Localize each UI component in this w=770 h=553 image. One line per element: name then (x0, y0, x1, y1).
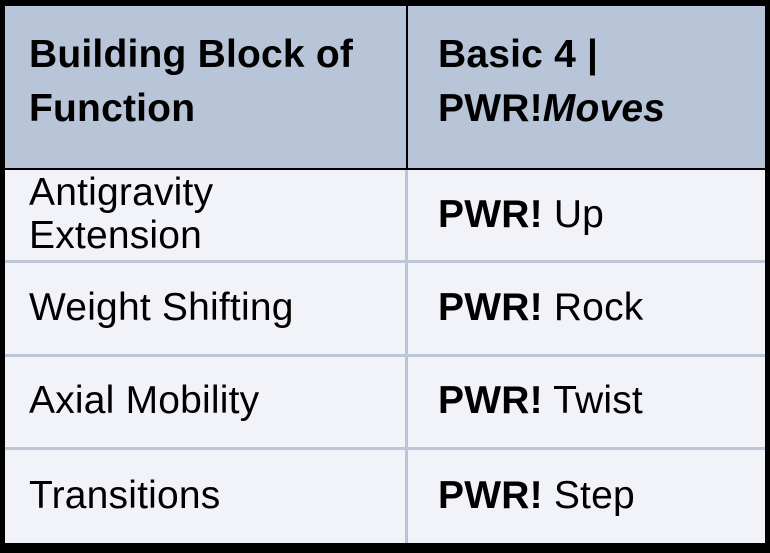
function-label: Transitions (29, 473, 221, 517)
cell-function: Axial Mobility (5, 356, 408, 447)
cell-function: Transitions (5, 449, 408, 543)
cell-move: PWR! Step (408, 450, 765, 543)
pwr-brand-bold: PWR! (438, 87, 543, 130)
header-moves-line2: PWR!Moves (438, 82, 755, 136)
function-label: Weight Shifting (29, 285, 294, 329)
header-cell-function: Building Block of Function (5, 6, 408, 168)
cell-move: PWR! Up (408, 170, 765, 260)
move-name: Up (542, 192, 605, 236)
move-prefix: PWR! (438, 285, 543, 329)
header-cell-moves: Basic 4 | PWR!Moves (408, 6, 765, 168)
move-label: PWR! Step (438, 473, 635, 518)
function-label: Antigravity Extension (29, 171, 214, 258)
move-name: Twist (542, 379, 643, 423)
move-name: Step (542, 473, 635, 517)
table-header-row: Building Block of Function Basic 4 | PWR… (5, 6, 765, 170)
pwr-moves-table: Building Block of Function Basic 4 | PWR… (5, 6, 765, 543)
cell-move: PWR! Rock (408, 263, 765, 353)
pwr-brand-italic: Moves (542, 87, 666, 130)
table-row: Antigravity Extension PWR! Up (5, 170, 765, 264)
cell-function: Antigravity Extension (5, 170, 408, 261)
move-prefix: PWR! (438, 379, 543, 423)
table-row: Weight Shifting PWR! Rock (5, 263, 765, 357)
move-name: Rock (542, 285, 644, 329)
function-label: Axial Mobility (29, 379, 260, 423)
move-prefix: PWR! (438, 473, 543, 517)
cell-function: Weight Shifting (5, 263, 408, 354)
move-label: PWR! Twist (438, 379, 643, 423)
move-label: PWR! Rock (438, 285, 644, 330)
move-label: PWR! Up (438, 192, 605, 237)
move-prefix: PWR! (438, 192, 543, 236)
cell-move: PWR! Twist (408, 357, 765, 447)
table-row: Axial Mobility PWR! Twist (5, 356, 765, 450)
table-row: Transitions PWR! Step (5, 449, 765, 543)
header-moves-line1: Basic 4 | (438, 33, 599, 76)
header-function-label: Building Block of Function (29, 33, 354, 130)
